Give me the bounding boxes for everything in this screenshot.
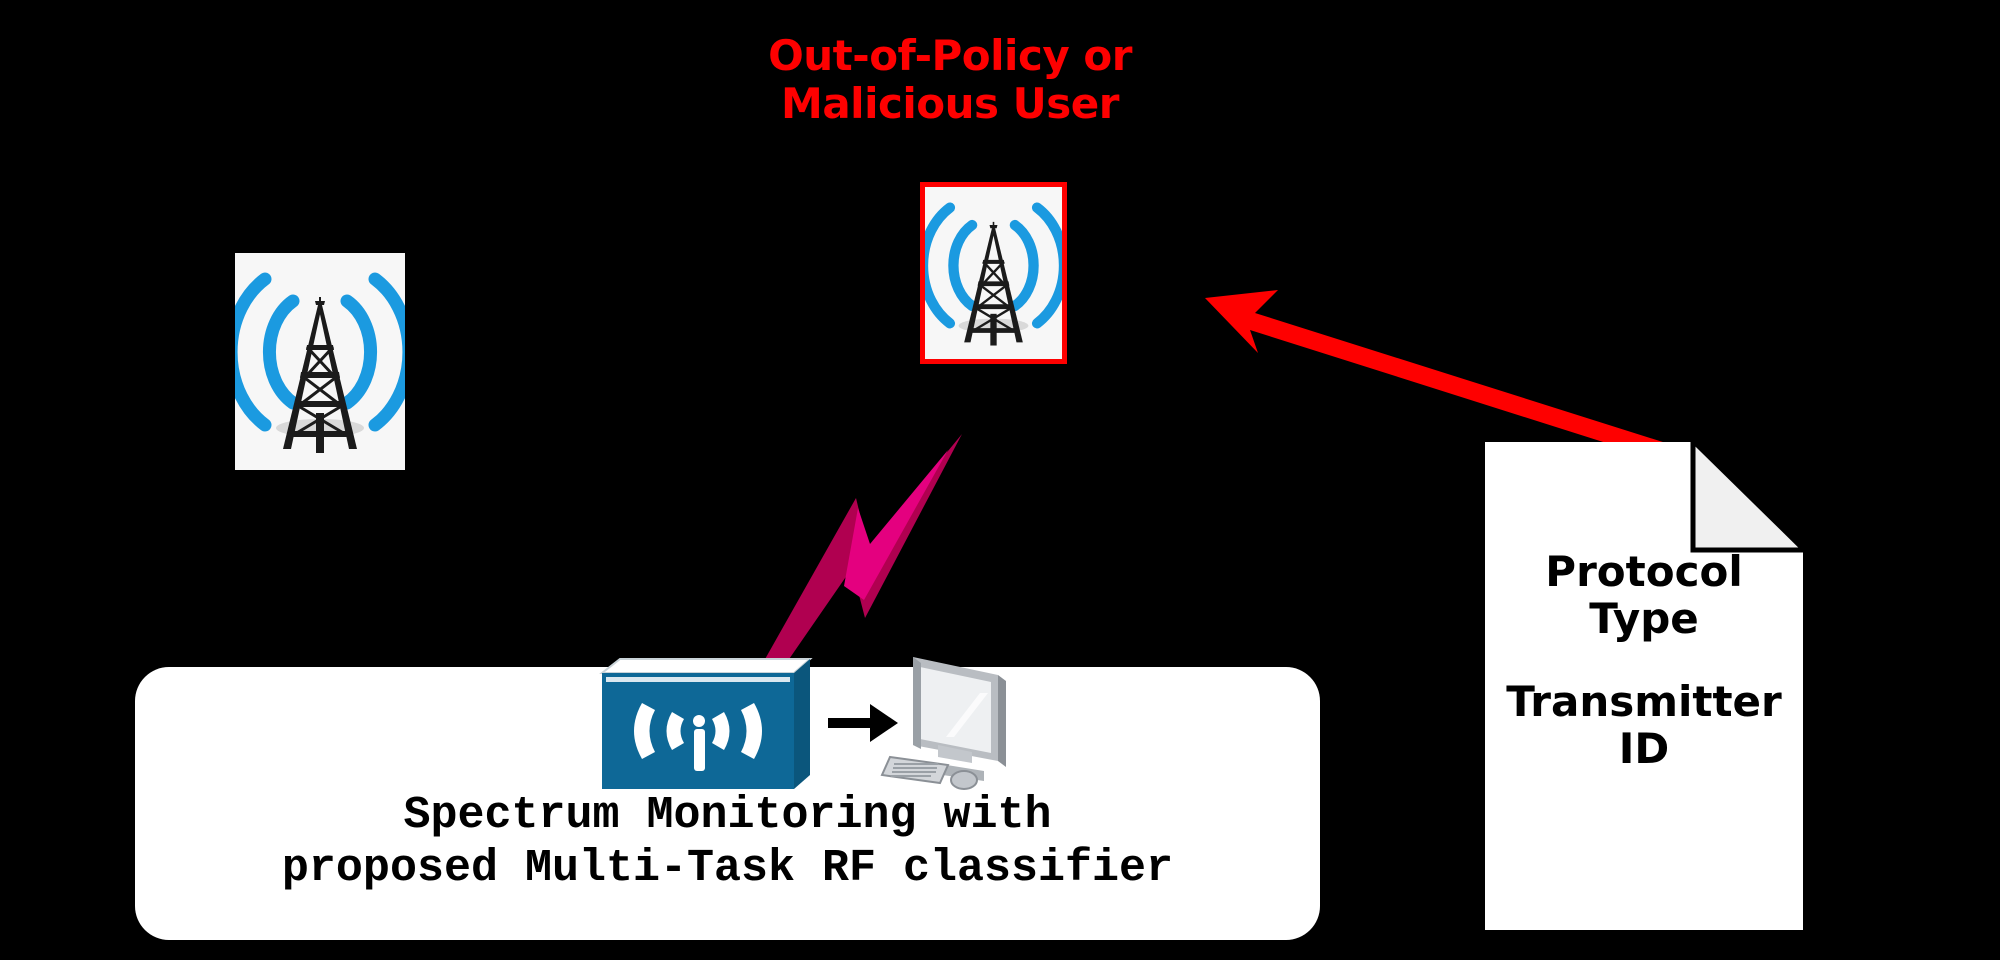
doc-line-3: Transmitter: [1506, 677, 1782, 727]
title-line-1: Out-of-Policy or: [768, 31, 1132, 80]
desktop-computer-icon: [880, 657, 1006, 790]
doc-spacer: [1463, 642, 1825, 678]
rf-sensor-icon: [599, 658, 813, 789]
doc-line-4: ID: [1618, 724, 1670, 774]
legit-transmitter-card: [235, 253, 405, 470]
radio-tower-icon: [925, 202, 1062, 346]
caption-line-1: Spectrum Monitoring with: [403, 790, 1052, 841]
detection-bolt: [740, 420, 990, 690]
rf-sensor: [598, 655, 828, 795]
identification-document: [1485, 440, 1805, 930]
malicious-transmitter-card: [920, 182, 1067, 364]
pipeline-arrow: [828, 700, 900, 746]
lightning-bolt-icon: [760, 434, 962, 678]
caption-line-2: proposed Multi-Task RF classifier: [281, 842, 1174, 894]
panel-caption: Spectrum Monitoring with proposed Multi-…: [135, 790, 1320, 895]
arrow-right-icon: [828, 704, 898, 742]
doc-line-1: Protocol: [1545, 547, 1743, 596]
document-page-icon: [1485, 440, 1805, 930]
title-line-2: Malicious User: [781, 79, 1119, 129]
doc-line-2: Type: [1589, 594, 1699, 644]
document-fields: Protocol Type Transmitter ID: [1463, 548, 1825, 772]
analysis-display: [880, 645, 1020, 795]
page-title: Out-of-Policy or Malicious User: [700, 31, 1200, 129]
radio-tower-icon: [235, 272, 405, 453]
attribution-arrow: [1150, 255, 1670, 465]
arrow-up-left-icon: [1205, 290, 1666, 460]
